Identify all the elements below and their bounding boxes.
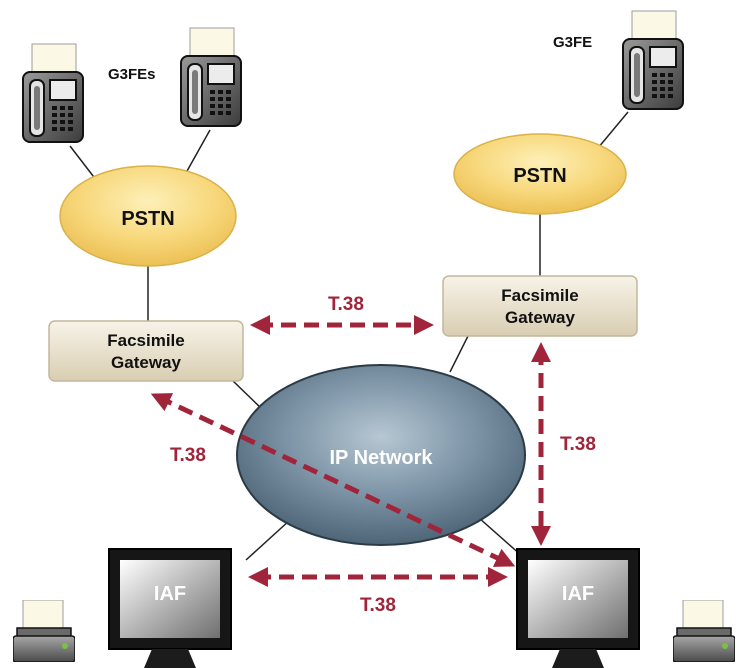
ip-network-label: IP Network <box>330 447 434 469</box>
printer-icon <box>13 600 75 662</box>
gateway-right-line2: Gateway <box>505 308 575 327</box>
t38-arrow-diagonal <box>150 393 516 567</box>
g3fes-label: G3FEs <box>108 66 156 83</box>
pstn-right-cloud <box>453 133 627 215</box>
gateway-left-line1: Facsimile <box>107 331 185 350</box>
facsimile-gateway-left <box>48 320 244 382</box>
fax-machine-icon <box>622 9 684 111</box>
pstn-left-label: PSTN <box>121 208 174 230</box>
pstn-right-label: PSTN <box>513 165 566 187</box>
printer-icon <box>673 600 735 662</box>
g3fe-label: G3FE <box>553 34 592 51</box>
t38-left-label: T.38 <box>170 445 206 466</box>
computer-monitor-icon <box>516 548 640 668</box>
fax-machine-icon <box>22 42 84 144</box>
iaf-left-label: IAF <box>154 583 186 605</box>
facsimile-gateway-right <box>442 275 638 337</box>
gateway-right-line1: Facsimile <box>501 286 579 305</box>
computer-monitor-icon <box>108 548 232 668</box>
pstn-left-cloud <box>59 165 237 267</box>
t38-right-label: T.38 <box>560 434 596 455</box>
t38-bottom-label: T.38 <box>360 595 396 616</box>
fax-machine-icon <box>180 26 242 128</box>
t38-top-label: T.38 <box>328 294 364 315</box>
iaf-right-label: IAF <box>562 583 594 605</box>
gateway-left-line2: Gateway <box>111 353 181 372</box>
